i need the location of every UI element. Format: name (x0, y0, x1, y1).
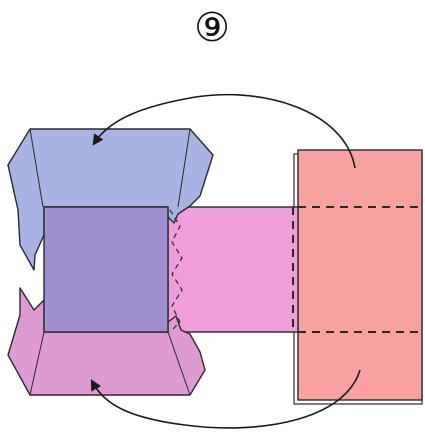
arrow-bottom (90, 369, 361, 429)
blue-flap-fold-right (177, 128, 191, 208)
pink-band (167, 206, 299, 333)
salmon-panel (297, 149, 423, 401)
step-number: ⑨ (194, 5, 230, 51)
blue-flap-fold-left (29, 128, 44, 208)
purple-square (43, 206, 169, 333)
zigzag-edge (169, 209, 183, 333)
pink-flap-fold-left (29, 331, 45, 396)
arrow-top (92, 93, 356, 169)
pink-flap-fold-right (167, 331, 191, 396)
